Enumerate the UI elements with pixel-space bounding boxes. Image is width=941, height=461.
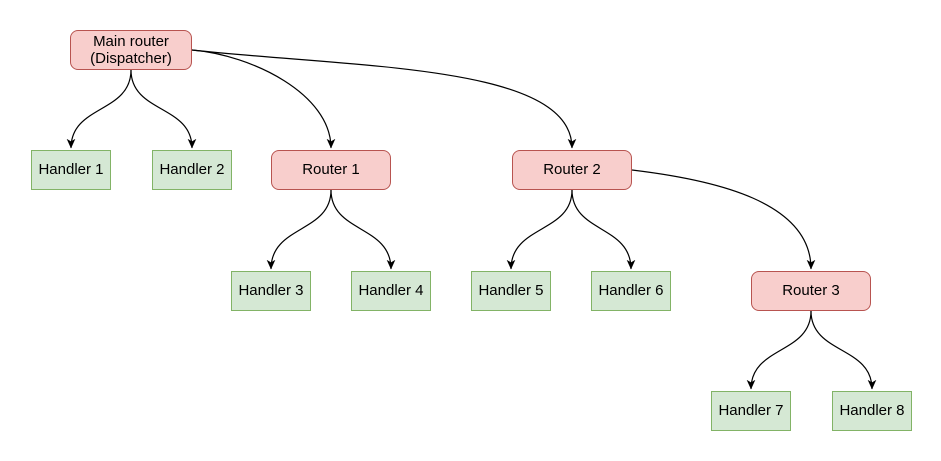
node-handler-6: Handler 6 (591, 271, 671, 311)
node-handler-5: Handler 5 (471, 271, 551, 311)
node-handler-4: Handler 4 (351, 271, 431, 311)
node-handler-1: Handler 1 (31, 150, 111, 190)
edge-main-router-to-handler-2 (130, 69, 197, 149)
node-router-1: Router 1 (271, 150, 391, 190)
edge-router-1-to-handler-4 (330, 189, 396, 270)
edge-router-2-to-handler-6 (571, 189, 636, 270)
node-main-router: Main router (Dispatcher) (70, 30, 192, 70)
edge-router-2-to-handler-5 (506, 189, 573, 270)
edge-router-3-to-handler-7 (746, 310, 812, 390)
edge-router-2-to-router-3 (631, 169, 816, 270)
node-handler-7: Handler 7 (711, 391, 791, 431)
node-handler-2: Handler 2 (152, 150, 232, 190)
node-router-3: Router 3 (751, 271, 871, 311)
edge-group (66, 49, 877, 390)
edge-router-3-to-handler-8 (810, 310, 877, 390)
edge-main-router-to-handler-1 (66, 69, 132, 149)
node-handler-3: Handler 3 (231, 271, 311, 311)
edge-main-router-to-router-2 (191, 49, 577, 149)
edge-main-router-to-router-1 (191, 49, 336, 149)
edge-router-1-to-handler-3 (266, 189, 332, 270)
node-handler-8: Handler 8 (832, 391, 912, 431)
node-router-2: Router 2 (512, 150, 632, 190)
